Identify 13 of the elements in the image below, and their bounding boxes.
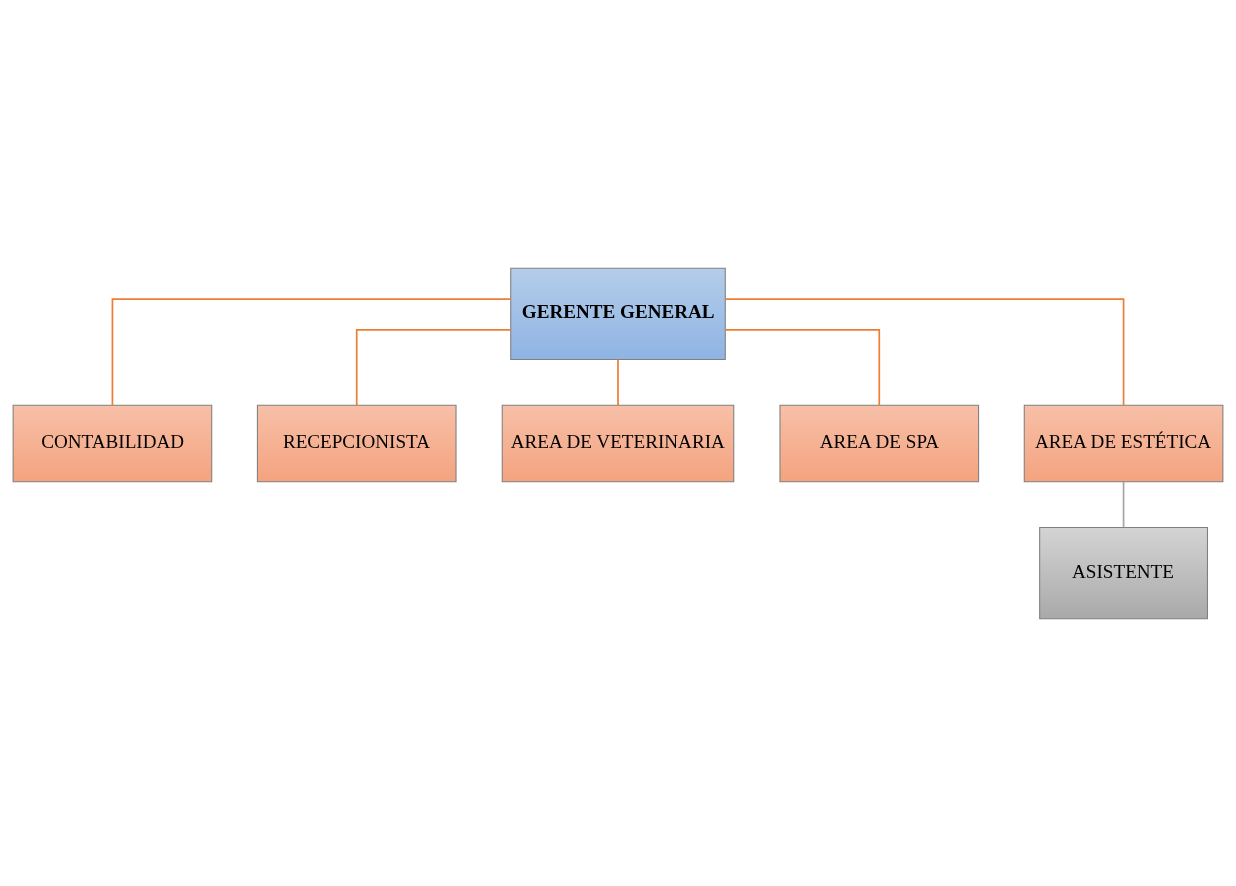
node-box: GERENTE GENERAL xyxy=(510,267,726,360)
connector xyxy=(724,328,881,406)
node-box: CONTABILIDAD xyxy=(12,404,213,482)
node-box: RECEPCIONISTA xyxy=(256,404,457,482)
connector xyxy=(724,297,1125,406)
connector xyxy=(617,358,619,406)
connector xyxy=(355,328,512,406)
node-box: AREA DE VETERINARIA xyxy=(501,404,735,482)
node-box: ASISTENTE xyxy=(1039,526,1208,619)
connector xyxy=(1122,480,1125,528)
connector xyxy=(111,297,512,406)
node-box: AREA DE ESTÉTICA xyxy=(1023,404,1224,482)
node-box: AREA DE SPA xyxy=(779,404,980,482)
